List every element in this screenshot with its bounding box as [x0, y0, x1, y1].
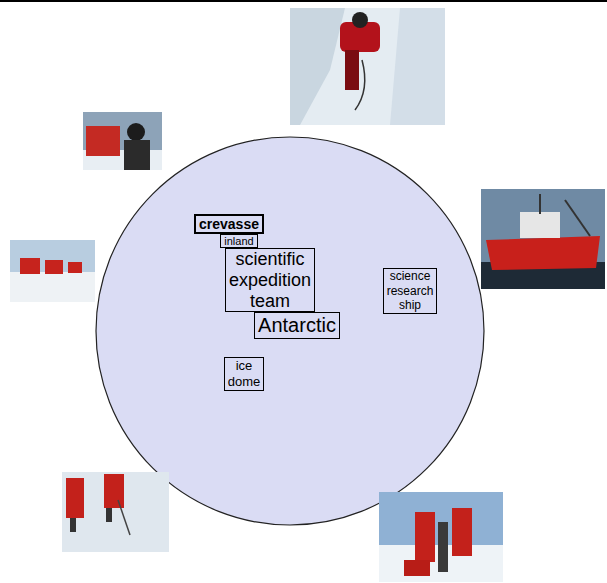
keyword-box: scientific expedition team: [225, 248, 315, 312]
keyword-text: scientific expedition team: [229, 249, 311, 311]
photo-team-instrument: [379, 492, 503, 582]
photo-research-ship: [481, 189, 605, 289]
photo-team-snow: [62, 472, 169, 552]
top-rule: [0, 0, 607, 2]
keyword-box: Antarctic: [254, 312, 340, 339]
keyword-text: science research ship: [387, 269, 434, 312]
keyword-text: inland: [224, 235, 253, 247]
keyword-text: Antarctic: [258, 313, 336, 338]
keyword-box: inland: [220, 234, 257, 248]
photo-crevasse: [290, 8, 445, 125]
keyword-box: ice dome: [224, 357, 265, 390]
topic-circle: [96, 137, 484, 525]
keyword-box: crevasse: [194, 214, 264, 234]
keyword-box: science research ship: [383, 268, 438, 313]
photo-convoy: [10, 240, 95, 302]
keyword-text: crevasse: [199, 216, 259, 232]
photo-vehicle-person: [83, 112, 162, 170]
keyword-text: ice dome: [228, 358, 261, 389]
